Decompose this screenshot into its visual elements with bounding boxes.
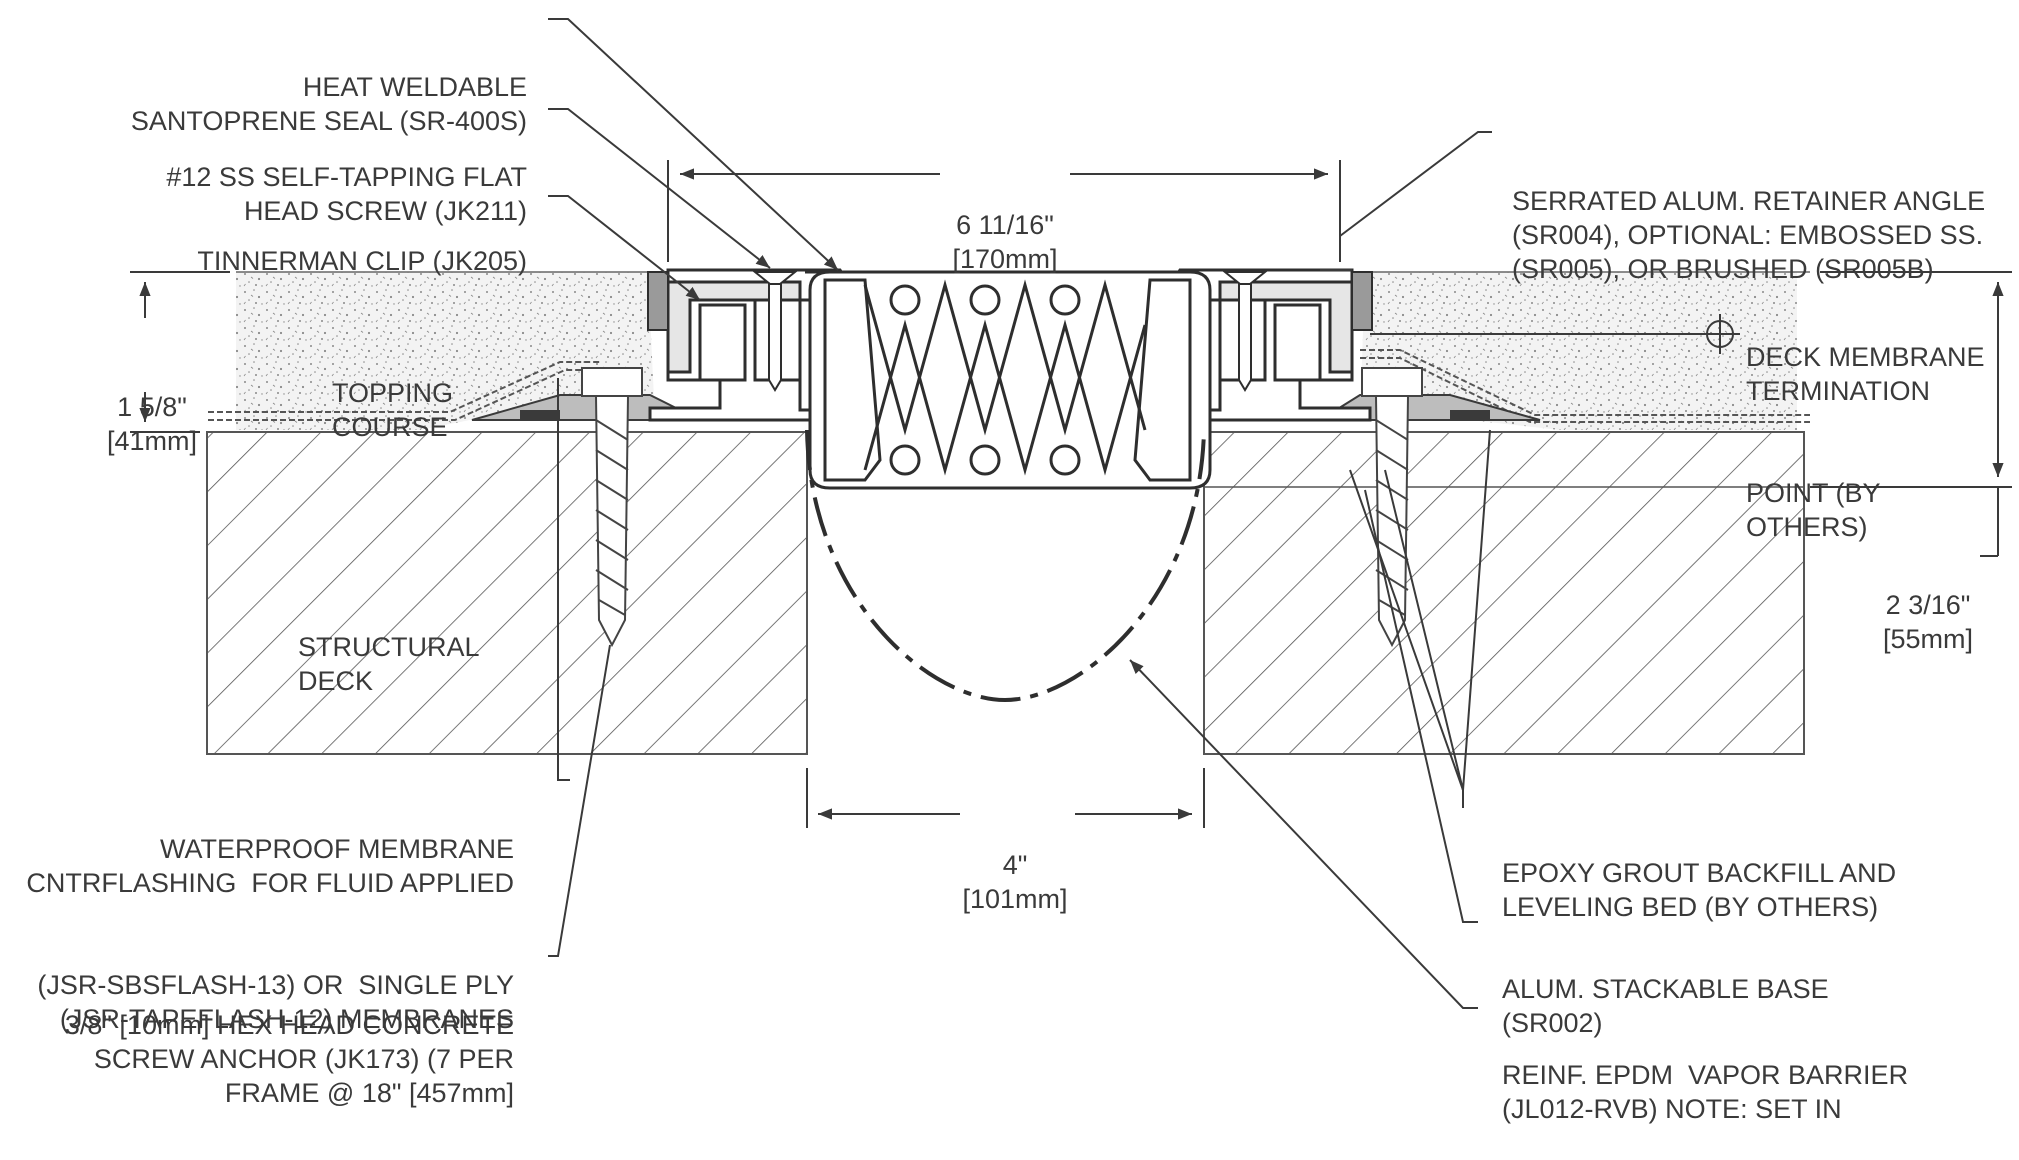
flat-head-screws (752, 271, 1268, 392)
concrete-screw-anchors (581, 367, 1423, 648)
vapor-barrier (805, 429, 1206, 703)
leader-lines (548, 18, 1492, 1009)
label-tinnerman-clip: TINNERMAN CLIP (JK205) (197, 246, 527, 276)
label-serrated-retainer-angle: SERRATED ALUM. RETAINER ANGLE(SR004), OP… (1512, 186, 1986, 284)
termination-point-symbol (1370, 314, 1740, 354)
label-stackable-base: ALUM. STACKABLE BASE(SR002) (1502, 974, 1829, 1038)
dimension-height-left: 1 5/8"[41mm] (106, 392, 198, 456)
label-vapor-barrier: REINF. EPDM VAPOR BARRIER(JL012-RVB) NOT… (1502, 1060, 1909, 1124)
topping-course (236, 271, 1810, 430)
dimension-height-right: 2 3/16"[55mm] (1882, 590, 1974, 654)
santoprene-seal (805, 270, 1212, 490)
dimension-lines (130, 160, 2012, 828)
waterproof-membrane (208, 349, 1810, 423)
retainer-angles (647, 271, 1373, 331)
dimension-gap: 4"[101mm] (962, 850, 1068, 914)
dimension-width-top: 6 11/16"[170mm] (952, 210, 1058, 274)
expansion-joint-section-drawing (130, 18, 2012, 1009)
structural-deck (206, 431, 1805, 755)
